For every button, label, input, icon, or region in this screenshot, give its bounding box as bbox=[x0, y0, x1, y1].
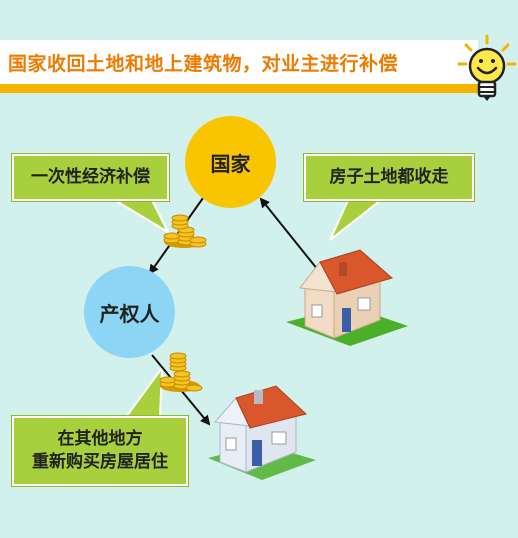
callout-tail-takeover bbox=[329, 195, 389, 241]
coin-stack-icon bbox=[159, 352, 203, 392]
callout-tail-rebuy bbox=[124, 364, 164, 418]
callout-tail-compensation bbox=[104, 195, 171, 235]
node-owner-label: 产权人 bbox=[99, 301, 160, 326]
coin-stack-icon bbox=[163, 214, 207, 248]
callout-takeover-text: 房子土地都收走 bbox=[329, 167, 449, 187]
callout-rebuy-text: 在其他地方 重新购买房屋居住 bbox=[32, 428, 168, 474]
title-underline bbox=[0, 84, 478, 93]
callout-rebuy-line1: 在其他地方 bbox=[57, 429, 143, 449]
callout-compensation-text: 一次性经济补偿 bbox=[31, 167, 150, 187]
callout-rebuy: 在其他地方 重新购买房屋居住 bbox=[12, 416, 188, 486]
title-band bbox=[0, 40, 478, 84]
node-state: 国家 bbox=[185, 116, 276, 208]
page-title: 国家收回土地和地上建筑物，对业主进行补偿 bbox=[8, 53, 399, 75]
callout-takeover: 房子土地都收走 bbox=[304, 154, 474, 201]
node-state-label: 国家 bbox=[210, 151, 251, 176]
house-icon bbox=[208, 385, 316, 480]
callout-rebuy-line2: 重新购买房屋居住 bbox=[32, 452, 168, 472]
arrow-state-to-owner bbox=[148, 197, 204, 275]
house-icon bbox=[286, 249, 408, 346]
arrow-owner-to-newhouse bbox=[151, 354, 211, 426]
light-bulb-icon bbox=[457, 34, 517, 101]
arrow-house-to-state bbox=[259, 197, 323, 276]
node-owner: 产权人 bbox=[84, 266, 175, 358]
callout-compensation: 一次性经济补偿 bbox=[12, 154, 169, 201]
